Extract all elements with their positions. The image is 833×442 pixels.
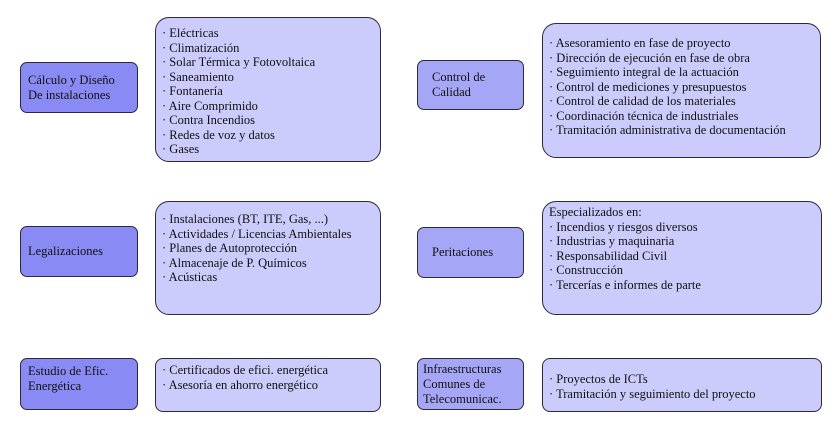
service-item: Redes de voz y datos bbox=[162, 128, 374, 143]
service-item: Asesoramiento en fase de proyecto bbox=[549, 36, 814, 51]
service-item: Dirección de ejecución en fase de obra bbox=[549, 51, 814, 66]
service-item: Solar Térmica y Fotovoltaica bbox=[162, 55, 374, 70]
service-legalizaciones-label: Legalizaciones bbox=[20, 226, 138, 277]
service-item: Industrias y maquinaria bbox=[549, 234, 815, 249]
service-title: Legalizaciones bbox=[28, 244, 103, 258]
service-item: Seguimiento integral de la actuación bbox=[549, 65, 814, 80]
service-calculo-diseno-list: EléctricasClimatizaciónSolar Térmica y F… bbox=[155, 17, 381, 162]
service-item: Proyectos de ICTs bbox=[549, 372, 815, 387]
service-control-calidad-label: Control de Calidad bbox=[417, 60, 524, 110]
service-item: Instalaciones (BT, ITE, Gas, ...) bbox=[162, 212, 374, 227]
service-control-calidad-list: Asesoramiento en fase de proyectoDirecci… bbox=[542, 23, 821, 158]
service-item: Aire Comprimido bbox=[162, 99, 374, 114]
service-item: Incendios y riesgos diversos bbox=[549, 220, 815, 235]
service-item: Control de calidad de los materiales bbox=[549, 94, 814, 109]
service-item: Acústicas bbox=[162, 270, 374, 285]
service-item: Coordinación técnica de industriales bbox=[549, 109, 814, 124]
service-title: Cálculo y Diseño De instalaciones bbox=[28, 72, 115, 102]
service-title: Infraestructuras Comunes de Telecomunica… bbox=[423, 361, 502, 406]
peritaciones-intro: Especializados en: bbox=[549, 205, 642, 219]
service-item: Control de mediciones y presupuestos bbox=[549, 80, 814, 95]
service-item: Contra Incendios bbox=[162, 113, 374, 128]
service-item: Construcción bbox=[549, 263, 815, 278]
service-item: Almacenaje de P. Químicos bbox=[162, 256, 374, 271]
service-peritaciones-list: Especializados en: Incendios y riesgos d… bbox=[542, 201, 822, 315]
service-item: Tercerías e informes de parte bbox=[549, 278, 815, 293]
service-item: Responsabilidad Civil bbox=[549, 249, 815, 264]
service-item: Gases bbox=[162, 142, 374, 157]
service-item: Tramitación y seguimiento del proyecto bbox=[549, 387, 815, 402]
service-item: Tramitación administrativa de documentac… bbox=[549, 123, 814, 138]
service-title: Control de Calidad bbox=[432, 70, 486, 99]
service-eficiencia-energetica-list: Certificados de efici. energéticaAsesorí… bbox=[155, 358, 381, 412]
service-calculo-diseno-label: Cálculo y Diseño De instalaciones bbox=[20, 62, 138, 113]
service-item: Eléctricas bbox=[162, 26, 374, 41]
service-item: Asesoría en ahorro energético bbox=[162, 378, 374, 393]
service-item: Certificados de efici. energética bbox=[162, 363, 374, 378]
service-item: Climatización bbox=[162, 41, 374, 56]
service-peritaciones-label: Peritaciones bbox=[417, 227, 524, 278]
service-title: Peritaciones bbox=[432, 245, 494, 259]
service-eficiencia-energetica-label: Estudio de Efic. Energética bbox=[20, 358, 138, 410]
service-ict-list: Proyectos de ICTsTramitación y seguimien… bbox=[542, 358, 822, 412]
service-legalizaciones-list: Instalaciones (BT, ITE, Gas, ...)Activid… bbox=[155, 201, 381, 315]
service-item: Saneamiento bbox=[162, 70, 374, 85]
service-ict-label: Infraestructuras Comunes de Telecomunica… bbox=[417, 358, 524, 410]
service-title: Estudio de Efic. Energética bbox=[28, 364, 109, 393]
service-item: Fontanería bbox=[162, 84, 374, 99]
service-item: Actividades / Licencias Ambientales bbox=[162, 227, 374, 242]
service-item: Planes de Autoprotección bbox=[162, 241, 374, 256]
